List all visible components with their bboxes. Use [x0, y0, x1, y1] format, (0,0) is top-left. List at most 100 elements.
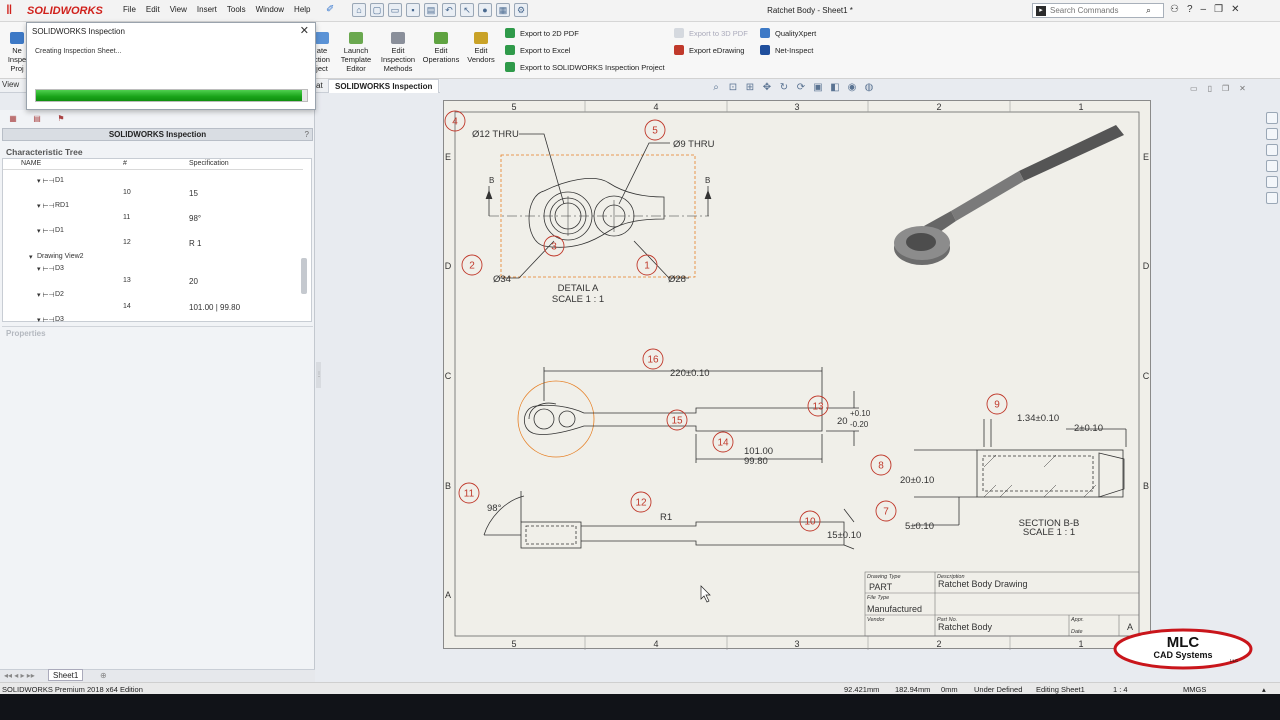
menu-window[interactable]: Window [255, 5, 285, 14]
dim-tol-lower[interactable]: -0.20 [850, 420, 869, 429]
isometric-ratchet-view[interactable] [894, 125, 1124, 265]
section-view-b-b[interactable] [914, 419, 1127, 526]
appearances-icon[interactable] [1266, 176, 1278, 188]
close-icon[interactable]: ✕ [299, 25, 309, 37]
search-icon[interactable]: ⌕ [1146, 5, 1152, 15]
dim-hole-9[interactable]: Ø9 THRU [673, 139, 715, 150]
dim-1-34[interactable]: 1.34±0.10 [1017, 413, 1059, 424]
inspection-tab-icon[interactable]: ⚑ [57, 113, 65, 123]
balloon-15[interactable] [666, 409, 688, 431]
balloon-12[interactable] [630, 491, 652, 513]
search-input[interactable] [1050, 6, 1146, 15]
dim-20[interactable]: 20±0.10 [900, 475, 934, 486]
menu-tools[interactable]: Tools [226, 5, 246, 14]
menu-insert[interactable]: Insert [196, 5, 217, 14]
balloon-2[interactable] [461, 254, 483, 276]
status-units[interactable]: MMGS [1183, 685, 1207, 694]
balloon-16[interactable] [642, 348, 664, 370]
qualityxpert-button[interactable]: QualityXpert [760, 28, 816, 38]
dim-101[interactable]: 101.00 [744, 446, 773, 457]
help-icon[interactable]: ? [304, 130, 309, 139]
tree-scrollbar[interactable] [300, 170, 308, 320]
viewport-restore-icon[interactable]: ❐ [1221, 84, 1230, 93]
tree-row[interactable]: ▾ ⊢⊣D1 [3, 175, 303, 187]
pan-icon[interactable]: ✥ [762, 82, 772, 93]
dim-length-220[interactable]: 220±0.10 [670, 368, 710, 379]
rotate-icon[interactable]: ↻ [779, 82, 789, 93]
edit-operations-button[interactable]: Edit Operations [420, 32, 462, 64]
feature-manager-icon[interactable]: ▦ [9, 113, 17, 123]
help-icon[interactable]: ? [1186, 4, 1193, 15]
solidworks-logo[interactable]: ǁ SOLIDWORKS [6, 3, 103, 19]
status-expand-icon[interactable]: ▴ [1262, 685, 1266, 694]
new-inspection-project-button[interactable]: Ne Inspe Proj [6, 32, 28, 73]
net-inspect-button[interactable]: Net-Inspect [760, 45, 813, 55]
balloon-7[interactable] [875, 500, 897, 522]
dim-width-20[interactable]: 20 [837, 416, 848, 427]
dim-tol-upper[interactable]: +0.10 [850, 409, 871, 418]
view-orientation-icon[interactable]: ▣ [813, 82, 823, 93]
sheet-nav-arrows-icon[interactable]: ◂◂ ◂ ▸ ▸▸ [4, 671, 35, 680]
column-name[interactable]: NAME [21, 160, 42, 167]
tab-view[interactable]: View [2, 80, 20, 89]
balloon-9[interactable] [986, 393, 1008, 415]
balloon-5[interactable] [644, 119, 666, 141]
add-sheet-icon[interactable]: ⊕ [100, 671, 107, 680]
tree-row[interactable]: ▾ ⊢⊣D2 [3, 289, 303, 301]
menu-help[interactable]: Help [294, 5, 311, 14]
property-manager-icon[interactable]: ▤ [33, 113, 41, 123]
tab-partial[interactable]: at [316, 81, 323, 90]
design-library-icon[interactable] [1266, 128, 1278, 140]
zoom-area-icon[interactable]: ⊡ [728, 82, 738, 93]
tree-row[interactable]: ▾ ⊢⊣D3 [3, 263, 303, 275]
close-icon[interactable]: ✕ [1231, 4, 1240, 15]
balloon-10[interactable] [799, 510, 821, 532]
tree-row[interactable]: ▾ ⊢⊣RD1 [3, 200, 303, 212]
edit-vendors-button[interactable]: Edit Vendors [464, 32, 498, 64]
balloon-8[interactable] [870, 454, 892, 476]
zoom-sheet-icon[interactable]: ⊞ [745, 82, 755, 93]
update-inspection-project-button[interactable]: ate ction ject [311, 32, 333, 73]
undo-icon[interactable]: ↶ [442, 3, 456, 17]
user-icon[interactable]: ⚇ [1170, 4, 1179, 15]
print-icon[interactable]: ▤ [424, 3, 438, 17]
rebuild-icon[interactable]: ● [478, 3, 492, 17]
pin-icon[interactable]: ✐ [326, 4, 335, 15]
tab-solidworks-inspection[interactable]: SOLIDWORKS Inspection [328, 79, 440, 93]
front-view[interactable] [517, 367, 859, 463]
export-excel-button[interactable]: Export to Excel [505, 45, 570, 55]
edit-inspection-methods-button[interactable]: Edit Inspection Methods [378, 32, 418, 73]
tree-row[interactable]: ▾ ⊢⊣D3 [3, 314, 303, 326]
launch-template-editor-button[interactable]: Launch Template Editor [338, 32, 374, 73]
select-arrow-icon[interactable]: ↖ [460, 3, 474, 17]
restore-icon[interactable]: ❐ [1214, 4, 1224, 15]
dim-d34[interactable]: Ø34 [493, 274, 511, 285]
open-folder-icon[interactable]: ▭ [388, 3, 402, 17]
balloon-11[interactable] [458, 482, 480, 504]
column-specification[interactable]: Specification [189, 160, 229, 167]
tree-row[interactable]: ▾Drawing View2 [3, 251, 303, 263]
drawing-canvas[interactable]: 5 4 3 2 1 5 4 3 2 1 E D C B A E D C B B … [444, 101, 1152, 650]
viewport-close-icon[interactable]: ✕ [1239, 84, 1246, 93]
dim-height-15[interactable]: 15±0.10 [827, 530, 861, 541]
export-inspection-project-button[interactable]: Export to SOLIDWORKS Inspection Project [505, 62, 665, 72]
dim-angle-98[interactable]: 98° [487, 503, 502, 514]
minimize-icon[interactable]: – [1200, 4, 1207, 15]
tree-row[interactable]: ▾ ⊢⊣D1 [3, 225, 303, 237]
column-number[interactable]: # [123, 160, 127, 167]
scroll-thumb[interactable] [301, 258, 307, 294]
appearance-icon[interactable]: ◍ [864, 82, 874, 93]
dim-99-8[interactable]: 99.80 [744, 456, 768, 467]
save-icon[interactable]: ▪ [406, 3, 420, 17]
balloon-13[interactable] [807, 395, 829, 417]
home-icon[interactable] [1266, 112, 1278, 124]
home-icon[interactable]: ⌂ [352, 3, 366, 17]
file-properties-icon[interactable]: ▦ [496, 3, 510, 17]
menu-view[interactable]: View [169, 5, 187, 14]
balloon-3[interactable] [543, 235, 565, 257]
zoom-to-fit-icon[interactable]: ⌕ [713, 82, 719, 93]
display-style-icon[interactable]: ◧ [830, 82, 840, 93]
